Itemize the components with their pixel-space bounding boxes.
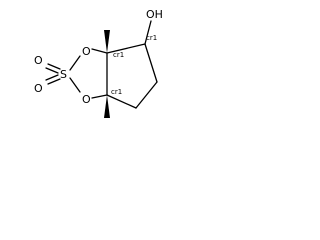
bond-c-c-right (144, 43, 158, 83)
bond-c-c-lower-right (135, 81, 158, 109)
bond-s-o-double-lower-b (45, 74, 59, 81)
atom-hydroxyl: OH (146, 8, 163, 21)
bond-c-c-lower (106, 94, 137, 109)
stereo-label-carbinol: cr1 (146, 34, 157, 42)
bond-c-oh (144, 20, 152, 45)
wedge-bond-lower (104, 95, 110, 118)
bond-s-o-double-upper-a (47, 63, 61, 70)
wedge-bond-upper (104, 30, 110, 53)
bond-o-c-upper (91, 48, 108, 54)
stereo-labels: cr1 cr1 cr1 (111, 34, 157, 96)
bond-s-o-double-upper-b (45, 67, 59, 74)
bond-s-o-ring-upper (69, 55, 81, 71)
chemical-structure: S O O O O OH cr1 cr1 cr1 (34, 8, 163, 118)
atom-o-ring-upper: O (82, 45, 91, 58)
atom-labels: S O O O O OH (34, 8, 163, 106)
atom-o-ring-lower: O (82, 93, 91, 106)
stereo-label-lower-fused: cr1 (111, 88, 122, 96)
bond-s-o-double-lower-a (47, 78, 61, 85)
atom-o-double-upper: O (34, 54, 43, 67)
bond-c-c-upper-right (106, 43, 146, 54)
bonds (45, 20, 158, 109)
atom-o-double-lower: O (34, 82, 43, 95)
bond-o-c-lower (91, 94, 108, 99)
stereo-label-upper-fused: cr1 (113, 51, 124, 59)
atom-s: S (60, 68, 67, 81)
bond-s-o-ring-lower (69, 77, 81, 93)
